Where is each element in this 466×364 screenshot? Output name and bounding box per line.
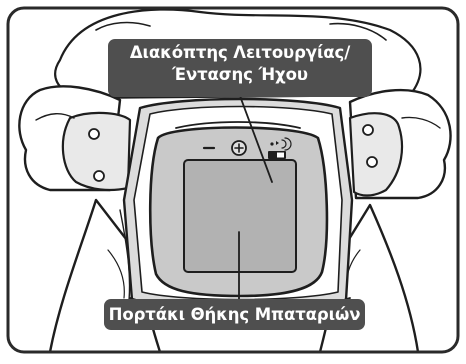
mode-volume-switch-label-line2: Έντασης Ήχου [108,64,372,86]
mode-volume-switch-label: Διακόπτης Λειτουργίας/ Έντασης Ήχου [108,39,372,97]
mode-volume-switch-label-line1: Διακόπτης Λειτουργίας/ [108,42,372,64]
left-arm [19,86,130,190]
screw-icon [232,141,246,155]
right-arm [350,90,451,198]
battery-compartment-door [184,160,296,272]
battery-door-label: Πορτάκι Θήκης Μπαταριών [104,299,365,330]
